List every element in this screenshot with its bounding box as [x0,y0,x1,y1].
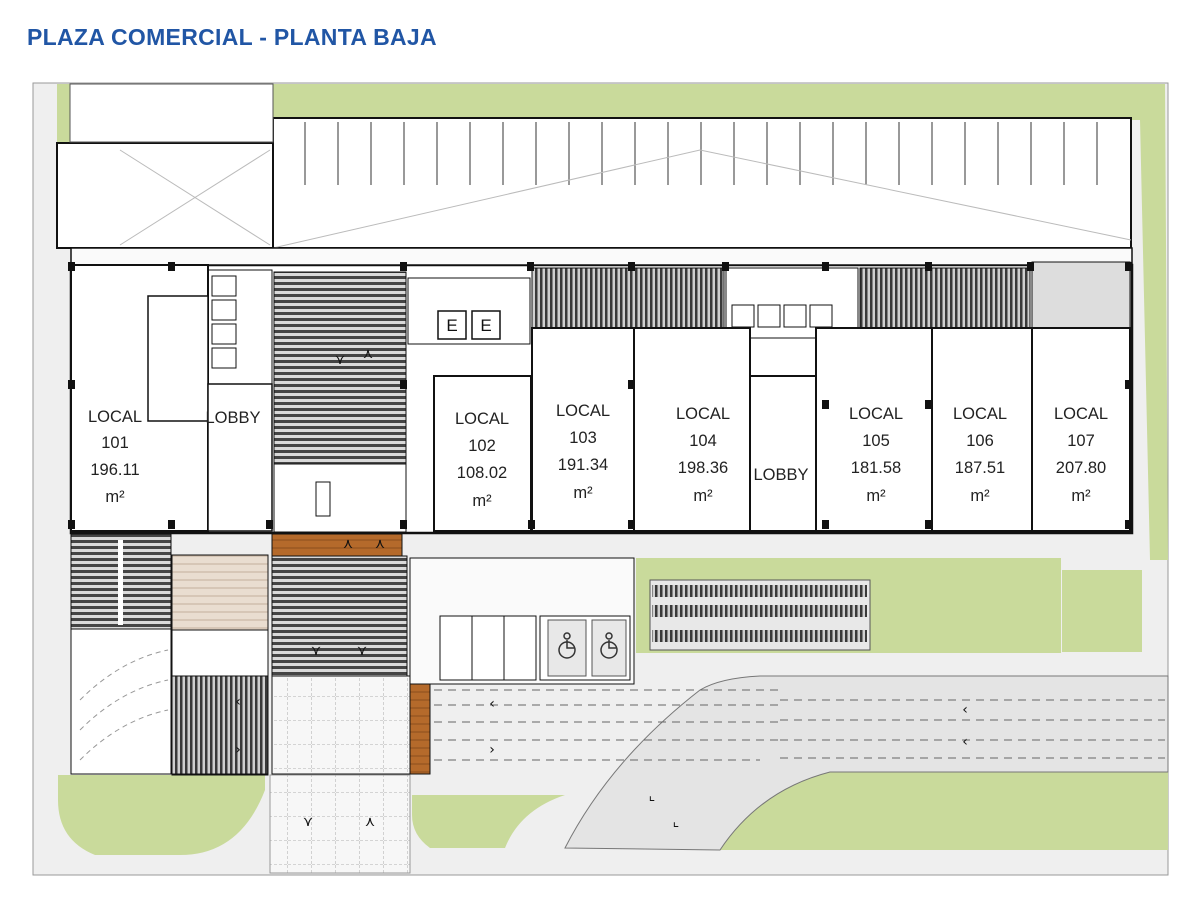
local-107-area: 207.80 [1056,459,1106,477]
svg-text:‹: ‹ [962,702,968,718]
landscape-strip-north [273,84,1163,120]
svg-text:⋏: ⋏ [343,536,353,552]
local-104-area: 198.36 [678,459,728,477]
svg-text:‹: ‹ [962,734,968,750]
landscape-southwest [58,775,265,855]
local-103-unit: m² [573,484,593,502]
local-104[interactable]: LOCAL 104 198.36 m² [676,405,730,505]
local-105-area: 181.58 [851,459,901,477]
local-101-name: LOCAL [88,408,142,426]
local-102-area: 108.02 [457,464,507,482]
lobby-east-shell [749,375,817,532]
elevator-2-label: E [480,316,491,335]
local-106-area: 187.51 [955,459,1005,477]
local-103-shell [531,327,635,532]
landscape-strip-east [1135,84,1168,560]
elevator-1-label: E [446,316,457,335]
local-105[interactable]: LOCAL 105 181.58 m² [849,405,903,505]
local-102-shell [433,375,532,532]
landscape-southeast [720,772,1168,850]
local-102-unit: m² [472,492,492,510]
lobby-east-label: LOBBY [753,466,808,484]
local-106-name: LOCAL [953,405,1007,423]
stair-grand-south [271,555,408,677]
local-107-number: 107 [1067,432,1095,450]
structural-columns [68,262,1132,529]
local-107-unit: m² [1071,487,1091,505]
svg-text:‹: ‹ [489,696,495,712]
local-101-number: 101 [101,434,129,452]
local-103-name: LOCAL [556,402,610,420]
svg-text:⋎: ⋎ [303,814,313,830]
local-105-shell [815,327,933,532]
local-102-name: LOCAL [455,410,509,428]
local-107-name: LOCAL [1054,405,1108,423]
local-102[interactable]: LOCAL 102 108.02 m² [455,410,509,510]
svg-text:⋏: ⋏ [363,346,373,362]
local-106-number: 106 [966,432,994,450]
accessible-parking-icon [600,632,618,659]
south-plaza [70,533,871,874]
svg-text:⋎: ⋎ [311,643,321,659]
svg-text:⋎: ⋎ [357,643,367,659]
local-103-number: 103 [569,429,597,447]
svg-text:⋎: ⋎ [335,352,345,368]
local-105-number: 105 [862,432,890,450]
local-104-number: 104 [689,432,717,450]
local-105-unit: m² [866,487,886,505]
local-104-unit: m² [693,487,713,505]
landscape-south-center [412,795,565,848]
svg-text:›: › [489,742,495,758]
local-105-name: LOCAL [849,405,903,423]
elevator-bank: E E [437,310,501,340]
wood-deck-side [409,683,431,775]
accessible-parking-icon [558,632,576,659]
direction-arrow-icon: ⋎ ⋏ ⋎ ⋎ ⋏ ⋏ ⋎ ⋏ ‹ › ‹ › ‹ ‹ ⌞ ⌞ [235,346,968,830]
local-106-unit: m² [970,487,990,505]
lobby-west-shell [207,383,273,532]
local-101-unit: m² [105,488,125,506]
local-103-area: 191.34 [558,456,608,474]
svg-text:⋏: ⋏ [375,536,385,552]
local-106[interactable]: LOCAL 106 187.51 m² [953,405,1007,505]
local-104-shell [633,327,751,532]
local-107[interactable]: LOCAL 107 207.80 m² [1054,405,1108,505]
stair-grand-west [273,271,407,465]
local-103[interactable]: LOCAL 103 191.34 m² [556,402,610,502]
parking-deck [56,83,1132,249]
svg-text:‹: ‹ [235,694,241,710]
svg-text:›: › [235,742,241,758]
svg-text:⋏: ⋏ [365,814,375,830]
local-101-area: 196.11 [90,461,139,479]
local-107-shell [1031,327,1131,532]
local-104-name: LOCAL [676,405,730,423]
driveway [564,675,1169,851]
local-101[interactable]: LOCAL 101 196.11 m² [88,408,142,506]
canopy-103-104 [531,267,725,329]
svg-text:⌞: ⌞ [649,788,656,804]
svg-text:⌞: ⌞ [673,814,680,830]
unit-labels: LOCAL 101 196.11 m² LOCAL 102 108.02 m² … [88,402,1108,510]
local-102-number: 102 [468,437,496,455]
plan-title: PLAZA COMERCIAL - PLANTA BAJA [27,24,437,50]
lobby-west-label: LOBBY [205,409,260,427]
